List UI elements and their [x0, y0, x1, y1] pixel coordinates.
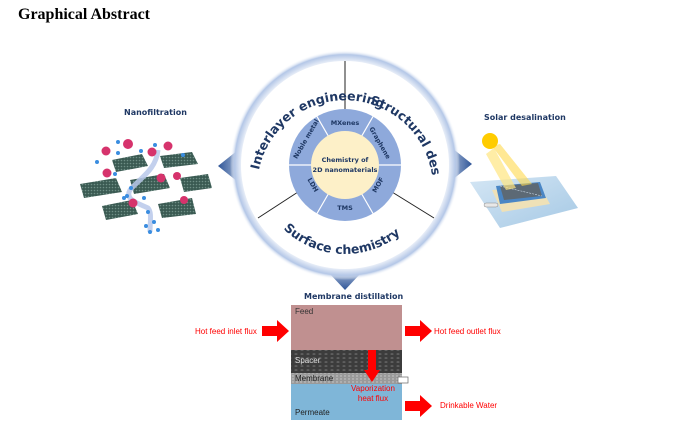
spacer-label: Spacer: [295, 356, 321, 365]
nanofiltration-illustration: [80, 139, 212, 234]
divider-left: [257, 191, 299, 219]
vaporization-arrow: [364, 350, 380, 382]
inlet-arrow: [262, 320, 289, 342]
inlet-flux-label: Hot feed inlet flux: [195, 327, 257, 336]
drinkable-water-arrow: [405, 395, 432, 417]
vaporization-label-line1: Vaporization: [351, 384, 395, 393]
membrane-distillation-label: Membrane distillation: [304, 292, 404, 301]
nanofiltration-label: Nanofiltration: [124, 108, 187, 117]
outlet-flux-label: Hot feed outlet flux: [434, 327, 501, 336]
solar-desalination-label: Solar desalination: [484, 113, 566, 122]
membrane-layer: [291, 373, 402, 384]
core-label-line1: Chemistry of: [322, 156, 369, 164]
core-label-line2: 2D nanomaterials: [313, 166, 378, 174]
core-circle: [311, 131, 379, 199]
feed-layer: [291, 305, 402, 350]
drinkable-water-label: Drinkable Water: [440, 401, 498, 410]
outlet-arrow: [405, 320, 432, 342]
vaporization-label-line2: heat flux: [357, 394, 389, 403]
sun-icon: [482, 133, 498, 149]
solar-desalination-illustration: [470, 133, 578, 228]
hub-diagram: [230, 50, 460, 280]
permeate-label: Permeate: [295, 408, 330, 417]
figure-title: Graphical Abstract: [18, 6, 150, 23]
divider-right: [391, 191, 435, 219]
material-tms: TMS: [337, 204, 353, 212]
membrane-distillation-diagram: [262, 305, 432, 420]
membrane-label: Membrane: [295, 374, 334, 383]
permeate-layer: [291, 384, 402, 420]
material-mxenes: MXenes: [331, 119, 360, 127]
feed-label: Feed: [295, 307, 314, 316]
